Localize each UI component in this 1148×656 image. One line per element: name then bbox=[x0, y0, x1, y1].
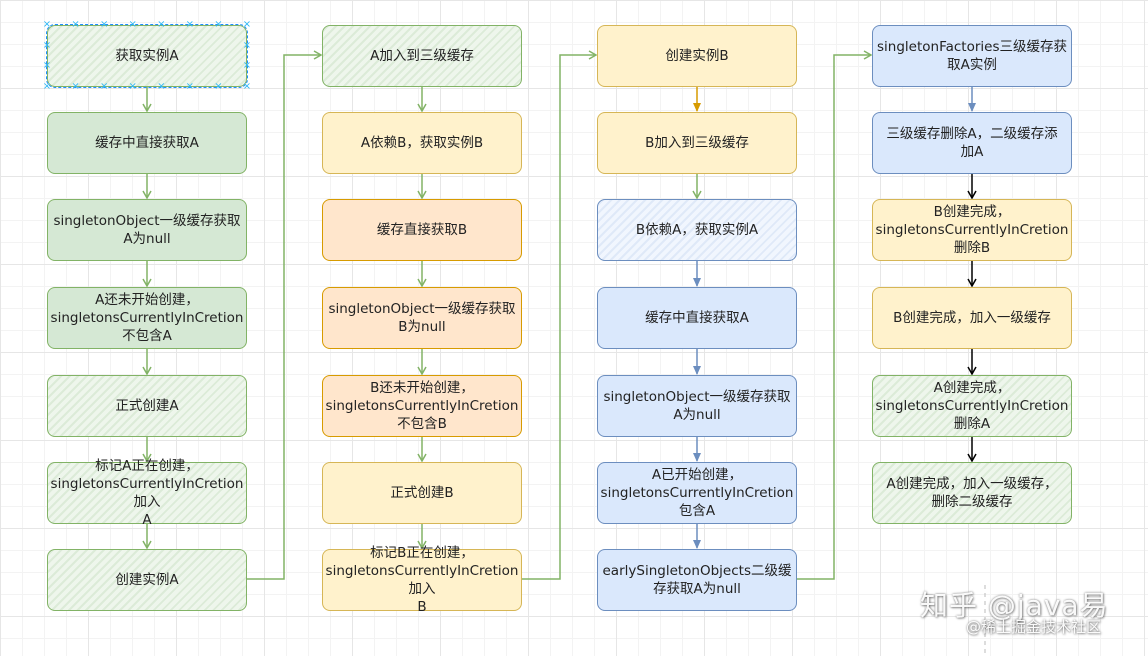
selection-handle-icon[interactable]: × bbox=[99, 19, 109, 30]
flow-node-c2-r1[interactable]: A加入到三级缓存 bbox=[322, 25, 522, 87]
flow-node-c2-r5[interactable]: B还未开始创建， singletonsCurrentlyInCretion 不包… bbox=[322, 375, 522, 437]
edge-col2-to-col3 bbox=[522, 50, 598, 580]
flow-node-c3-r7[interactable]: earlySingletonObjects二级缓 存获取A为null bbox=[597, 549, 797, 611]
edge-col3-to-col4 bbox=[797, 50, 873, 580]
selection-handle-icon[interactable]: × bbox=[71, 81, 80, 92]
selection-handle-icon[interactable]: × bbox=[185, 81, 195, 92]
flow-node-c1-r7[interactable]: 创建实例A bbox=[47, 549, 247, 611]
selection-handle-icon[interactable]: × bbox=[185, 19, 195, 30]
flow-node-c3-r2[interactable]: B加入到三级缓存 bbox=[597, 112, 797, 174]
flow-node-c1-r3[interactable]: singletonObject一级缓存获取 A为null bbox=[47, 199, 247, 261]
selection-handle-icon[interactable]: × bbox=[42, 60, 52, 72]
selection-handle-icon[interactable]: × bbox=[128, 81, 137, 92]
selection-handle-icon[interactable]: × bbox=[214, 81, 223, 92]
selection-handle-icon[interactable]: × bbox=[157, 19, 166, 30]
flow-node-c3-r1[interactable]: 创建实例B bbox=[597, 25, 797, 87]
flow-node-c1-r5[interactable]: 正式创建A bbox=[47, 375, 247, 437]
flow-node-c2-r6[interactable]: 正式创建B bbox=[322, 462, 522, 524]
watermark-zhihu: 知乎 @java易 bbox=[920, 589, 1109, 622]
flow-node-c1-r6[interactable]: 标记A正在创建， singletonsCurrentlyInCretion加入 … bbox=[47, 458, 247, 528]
flow-node-c3-r5[interactable]: singletonObject一级缓存获取 A为null bbox=[597, 375, 797, 437]
flow-node-c1-r2[interactable]: 缓存中直接获取A bbox=[47, 112, 247, 174]
flow-node-c2-r4[interactable]: singletonObject一级缓存获取 B为null bbox=[322, 287, 522, 349]
flow-node-c2-r2[interactable]: A依赖B，获取实例B bbox=[322, 112, 522, 174]
selection-handle-icon[interactable]: × bbox=[242, 60, 252, 72]
flow-node-c4-r5[interactable]: A创建完成， singletonsCurrentlyInCretion 删除A bbox=[872, 375, 1072, 437]
flow-node-c4-r3[interactable]: B创建完成， singletonsCurrentlyInCretion 删除B bbox=[872, 199, 1072, 261]
flow-node-c2-r3[interactable]: 缓存直接获取B bbox=[322, 199, 522, 261]
flow-node-c3-r4[interactable]: 缓存中直接获取A bbox=[597, 287, 797, 349]
watermark-juejin: @稀土掘金技术社区 bbox=[966, 618, 1102, 636]
selection-handle-icon[interactable]: × bbox=[157, 81, 166, 92]
flow-node-c2-r7[interactable]: 标记B正在创建， singletonsCurrentlyInCretion加入 … bbox=[322, 545, 522, 615]
flow-node-c4-r1[interactable]: singletonFactories三级缓存获 取A实例 bbox=[872, 25, 1072, 87]
selection-handle-icon[interactable]: × bbox=[42, 81, 52, 92]
selection-handle-icon[interactable]: × bbox=[214, 19, 223, 30]
flow-node-c1-r4[interactable]: A还未开始创建， singletonsCurrentlyInCretion 不包… bbox=[47, 287, 247, 349]
flow-node-c4-r6[interactable]: A创建完成，加入一级缓存， 删除二级缓存 bbox=[872, 462, 1072, 524]
edge-col1-to-col2 bbox=[247, 50, 323, 580]
flow-node-c4-r2[interactable]: 三级缓存删除A，二级缓存添 加A bbox=[872, 112, 1072, 174]
selection-handle-icon[interactable]: × bbox=[99, 81, 109, 92]
selection-handle-icon[interactable]: × bbox=[242, 81, 252, 92]
flow-node-c3-r3[interactable]: B依赖A，获取实例A bbox=[597, 199, 797, 261]
selection-handle-icon[interactable]: × bbox=[42, 39, 52, 51]
flow-node-c1-r1[interactable]: 获取实例A bbox=[46, 24, 248, 88]
selection-handle-icon[interactable]: × bbox=[242, 19, 252, 30]
selection-handle-icon[interactable]: × bbox=[242, 39, 252, 51]
selection-handle-icon[interactable]: × bbox=[71, 19, 80, 30]
selection-handle-icon[interactable]: × bbox=[128, 19, 137, 30]
flow-node-c3-r6[interactable]: A已开始创建， singletonsCurrentlyInCretion 包含A bbox=[597, 462, 797, 524]
selection-handle-icon[interactable]: × bbox=[42, 19, 52, 30]
flow-node-c4-r4[interactable]: B创建完成，加入一级缓存 bbox=[872, 287, 1072, 349]
